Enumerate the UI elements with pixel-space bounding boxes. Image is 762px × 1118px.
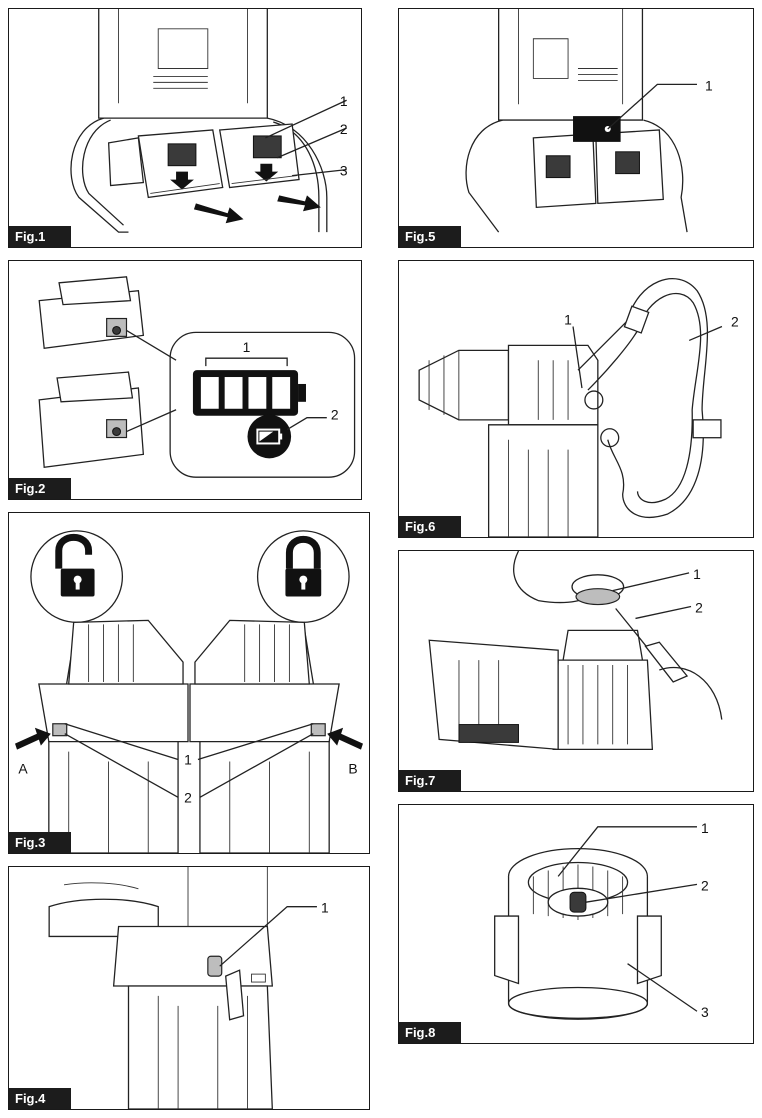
fig2-callout-1: 1 [243,339,251,355]
fig6-label: Fig.6 [399,516,462,537]
fig7-illustration: 1 2 [428,551,723,751]
fig4-callout-1: 1 [321,900,329,916]
locked-padlock-icon [285,535,322,597]
fig1-callout-1: 1 [340,93,348,109]
fig2-illustration: 1 2 [38,276,356,478]
fig3-illustration: A B 1 2 [15,530,363,853]
fig4-label: Fig.4 [9,1088,72,1109]
fig7-callout-2: 2 [695,599,703,615]
fig6-callout-1: 1 [564,312,572,328]
fig8-callout-1: 1 [701,820,709,836]
fig3-callout-a: A [18,760,28,776]
fig5-illustration: 1 [465,9,713,233]
fig1-label: Fig.1 [9,226,72,247]
low-battery-icon [247,414,292,459]
fig6-callout-2: 2 [731,314,739,330]
figure-4: 1 Fig.4 [8,866,370,1110]
fig2-label: Fig.2 [9,478,72,499]
unlocked-padlock-icon [55,534,95,597]
figure-8: 1 2 3 Fig.8 [398,804,754,1044]
fig8-label: Fig.8 [399,1022,462,1043]
fig7-label: Fig.7 [399,770,462,791]
fig8-callout-2: 2 [701,877,709,893]
fig5-label: Fig.5 [399,226,462,247]
figure-3: A B 1 2 Fig.3 [8,512,370,854]
fig5-indicator-panel [573,116,621,142]
fig3-callout-2: 2 [184,789,192,805]
fig1-callout-3: 3 [340,163,348,179]
fig8-callout-3: 3 [701,1004,709,1020]
figure-1: 1 2 3 Fig.1 [8,8,362,248]
fig1-battery-2-release-button [252,135,282,159]
fig7-callout-1: 1 [693,566,701,582]
fig8-illustration: 1 2 3 [494,820,709,1020]
figure-5: 1 Fig.5 [398,8,754,248]
battery-level-indicator-icon [192,370,306,416]
fig3-label: Fig.3 [9,832,72,853]
figure-7: 1 2 Fig.7 [398,550,754,792]
fig6-illustration: 1 2 [418,278,739,537]
fig3-callout-b: B [348,760,357,776]
figure-6: 1 2 Fig.6 [398,260,754,538]
fig1-illustration: 1 2 3 [70,9,348,233]
figure-2: 1 2 Fig.2 [8,260,362,500]
fig1-callout-2: 2 [340,121,348,137]
fig5-callout-1: 1 [705,77,713,93]
fig2-callout-2: 2 [331,407,339,423]
fig4-illustration: 1 [48,867,329,1109]
fig1-battery-1-release-button [167,143,197,167]
fig3-callout-1: 1 [184,752,192,768]
